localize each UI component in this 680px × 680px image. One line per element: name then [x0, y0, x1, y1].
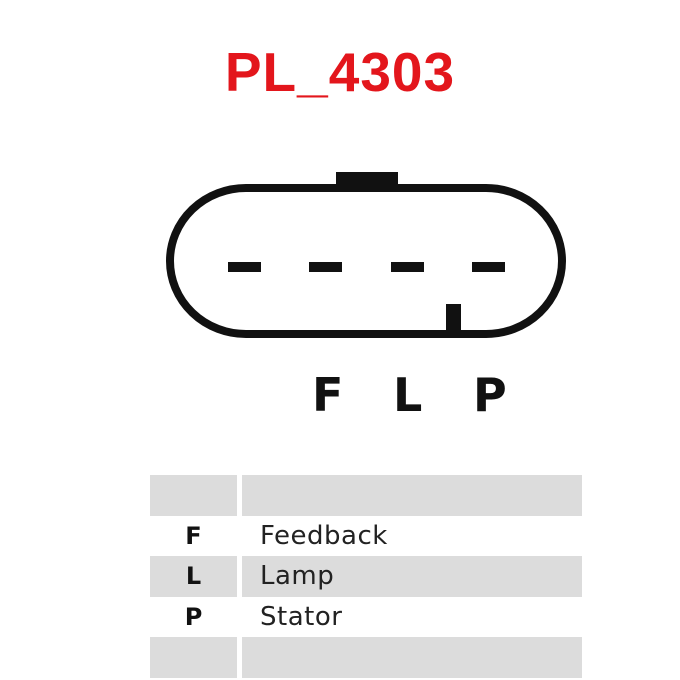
pin-label-f: F — [312, 368, 344, 422]
pin-code: L — [150, 556, 237, 597]
pin-1 — [228, 262, 261, 272]
pin-label-l: L — [393, 368, 423, 422]
pin-code — [150, 475, 237, 516]
pin-2 — [309, 262, 342, 272]
polarization-tab-icon — [446, 304, 461, 334]
pin-description — [242, 475, 582, 516]
connector-pins — [228, 262, 505, 272]
table-row: L Lamp — [150, 556, 582, 597]
pin-code — [150, 637, 237, 678]
connector-housing-outline — [166, 184, 566, 338]
pin-3 — [391, 262, 424, 272]
table-row: F Feedback — [150, 516, 582, 557]
pin-description — [242, 637, 582, 678]
pin-4 — [472, 262, 505, 272]
part-number-title: PL_4303 — [224, 41, 456, 103]
pin-description: Lamp — [242, 556, 582, 597]
pin-legend-table: F Feedback L Lamp P Stator — [150, 475, 582, 678]
pin-code: F — [185, 521, 202, 550]
pin-label-p: P — [473, 368, 507, 422]
connector-key-icon — [336, 172, 398, 186]
pin-description: Feedback — [260, 520, 388, 551]
pin-description: Stator — [260, 601, 343, 632]
table-row — [150, 637, 582, 678]
table-row — [150, 475, 582, 516]
pin-code: P — [184, 602, 203, 631]
table-row: P Stator — [150, 597, 582, 638]
